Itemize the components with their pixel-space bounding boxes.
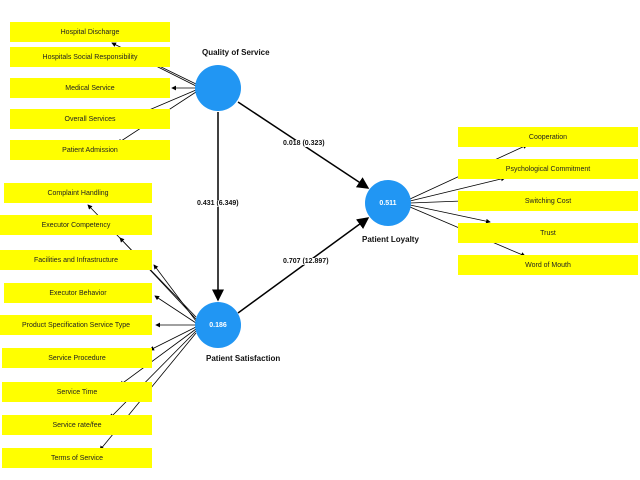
indicator-line-loyalty-2: [409, 198, 463, 204]
patient-loyalty-label: Patient Loyalty: [362, 235, 419, 244]
indicator-cooperation: Cooperation: [458, 127, 638, 147]
indicator-patient-admission: Patient Admission: [10, 140, 170, 160]
patient-satisfaction-label: Patient Satisfaction: [206, 354, 281, 363]
path-coef-satisfaction-loyalty: 0.707 (12.897): [282, 258, 330, 265]
indicator-word-of-mouth: Word of Mouth: [458, 255, 638, 275]
indicator-executor-behavior: Executor Behavior: [4, 283, 152, 303]
indicator-service-time: Service Time: [2, 382, 152, 402]
indicator-line-loyalty-3: [409, 204, 491, 224]
indicator-service-rate-fee: Service rate/fee: [2, 415, 152, 435]
indicator-line-satisfaction-6: [119, 328, 197, 386]
indicator-terms-of-service: Terms of Service: [2, 448, 152, 468]
indicator-service-procedure: Service Procedure: [2, 348, 152, 368]
indicator-psychological-commitment: Psychological Commitment: [458, 159, 638, 179]
indicator-switching-cost: Switching Cost: [458, 191, 638, 211]
indicator-executor-competency: Executor Competency: [0, 215, 152, 235]
indicator-product-specification: Product Specification Service Type: [0, 315, 152, 335]
quality-of-service-node: [195, 65, 241, 111]
path-coef-quality-loyalty: 0.018 (0.323): [282, 140, 326, 147]
path-arrow-satisfaction-loyalty: [237, 217, 370, 314]
indicator-line-satisfaction-5: [149, 326, 197, 351]
indicator-hospitals-social-responsibility: Hospitals Social Responsibility: [10, 47, 170, 67]
indicator-line-satisfaction-2: [153, 264, 197, 322]
indicator-facilities-infrastructure: Facilities and Infrastructure: [0, 250, 152, 270]
patient-satisfaction-node: 0.186: [195, 302, 241, 348]
path-coef-quality-satisfaction: 0.431 (6.349): [196, 200, 240, 207]
patient-loyalty-node: 0.511: [365, 180, 411, 226]
indicator-trust: Trust: [458, 223, 638, 243]
indicator-complaint-handling: Complaint Handling: [4, 183, 152, 203]
indicator-medical-service: Medical Service: [10, 78, 170, 98]
indicator-line-satisfaction-7: [109, 330, 197, 419]
indicator-line-satisfaction-3: [154, 295, 197, 324]
indicator-line-loyalty-1: [409, 176, 506, 202]
indicator-hospital-discharge: Hospital Discharge: [10, 22, 170, 42]
quality-of-service-label: Quality of Service: [202, 48, 270, 57]
indicator-overall-services: Overall Services: [10, 109, 170, 129]
